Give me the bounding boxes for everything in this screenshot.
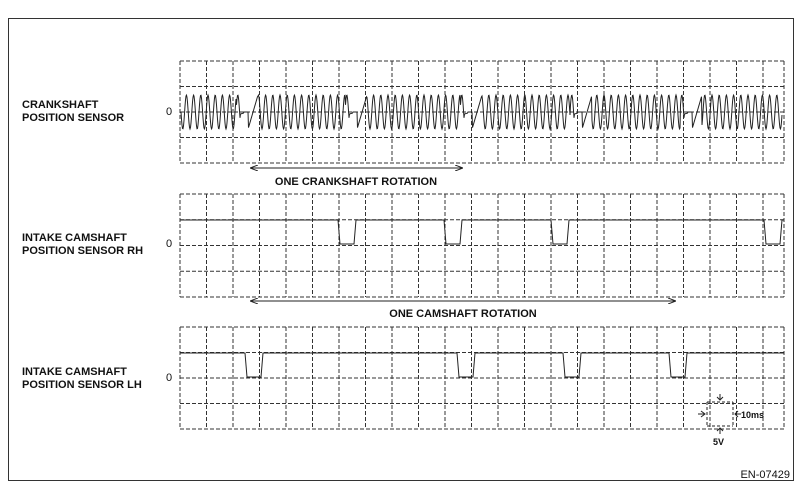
cam-lh-waveform (180, 352, 784, 378)
crankshaft-zero-label: 0 (166, 106, 173, 118)
cam-rh-waveform (180, 219, 784, 245)
cam-lh-label-line2: POSITION SENSOR LH (22, 379, 142, 391)
scale-indicator (698, 394, 741, 434)
crankshaft-label: CRANKSHAFT POSITION SENSOR (22, 99, 124, 125)
cam-lh-grid (179, 326, 785, 430)
crankshaft-label-line2: POSITION SENSOR (22, 112, 125, 124)
cam-lh-label-line1: INTAKE CAMSHAFT (22, 366, 127, 378)
cam-lh-zero-label: 0 (166, 372, 173, 384)
cam-rh-zero-label: 0 (166, 238, 173, 250)
cam-rh-label-line2: POSITION SENSOR RH (22, 245, 144, 257)
cam-lh-label: INTAKE CAMSHAFT POSITION SENSOR LH (22, 366, 142, 392)
cam-rh-grid (179, 193, 785, 298)
crankshaft-waveform (180, 93, 783, 131)
scale-volt-label: 5V (713, 437, 724, 447)
crankshaft-label-line1: CRANKSHAFT (22, 99, 99, 111)
cam-rotation-label: ONE CAMSHAFT ROTATION (389, 308, 537, 320)
crank-rotation-label: ONE CRANKSHAFT ROTATION (275, 176, 437, 188)
cam-rh-label-line1: INTAKE CAMSHAFT (22, 232, 127, 244)
cam-rh-label: INTAKE CAMSHAFT POSITION SENSOR RH (22, 232, 143, 258)
scale-time-label: 10ms (741, 410, 764, 420)
figure-code: EN-07429 (740, 469, 790, 481)
